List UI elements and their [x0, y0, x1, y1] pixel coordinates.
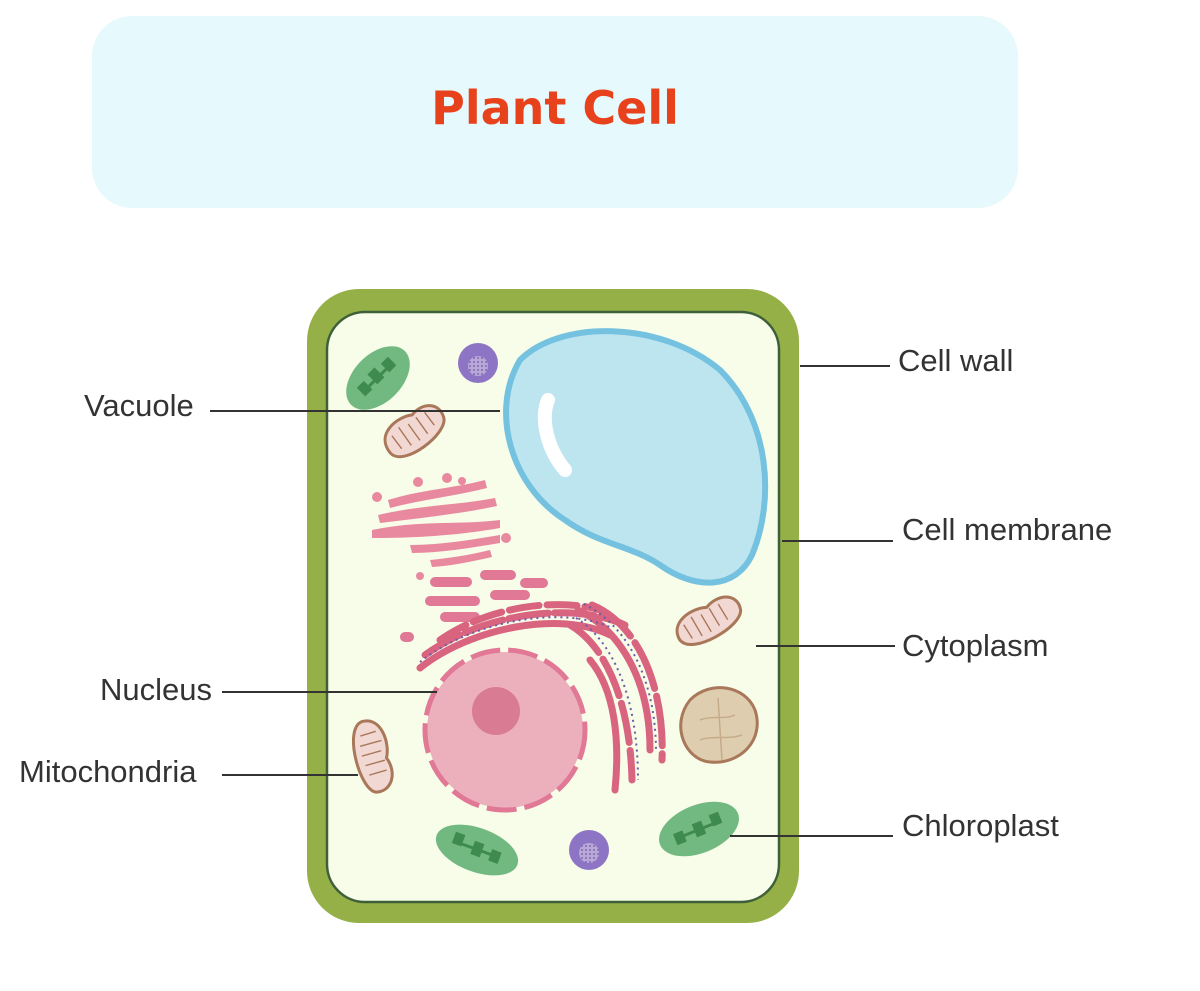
rough-er	[416, 601, 666, 794]
ribosomes	[419, 603, 657, 781]
title-banner: Plant Cell	[92, 16, 1018, 208]
golgi-apparatus	[372, 473, 511, 580]
mitochondrion-top	[383, 404, 446, 459]
label-mitochondria: Mitochondria	[19, 754, 197, 789]
page-title: Plant Cell	[431, 81, 679, 135]
chloroplast-bottom	[435, 824, 519, 876]
chloroplast-right	[659, 801, 739, 857]
label-nucleus: Nucleus	[100, 672, 212, 707]
label-cytoplasm: Cytoplasm	[902, 628, 1049, 663]
label-cell-membrane: Cell membrane	[902, 512, 1113, 547]
mitochondrion-left	[352, 719, 394, 794]
label-cell-wall: Cell wall	[898, 343, 1014, 378]
nucleus	[422, 647, 588, 813]
vacuole	[503, 328, 769, 586]
label-chloroplast: Chloroplast	[902, 808, 1059, 843]
peroxisome-top	[458, 343, 498, 383]
leader-lines	[210, 365, 895, 837]
amyloplast	[679, 686, 759, 764]
chloroplast-top-left	[346, 346, 410, 410]
peroxisome-bottom	[569, 830, 609, 870]
label-vacuole: Vacuole	[84, 388, 194, 423]
smooth-er	[400, 570, 548, 642]
mitochondrion-right	[675, 595, 743, 646]
